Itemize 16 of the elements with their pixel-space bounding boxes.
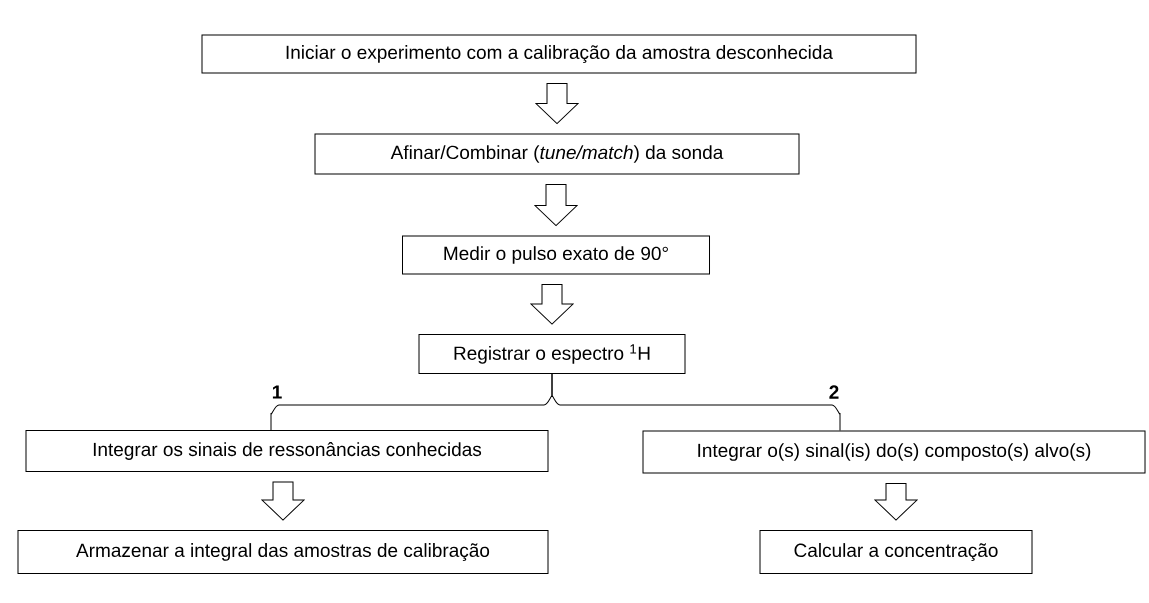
process-box: Afinar/Combinar (tune/match) da sonda	[314, 133, 800, 175]
process-box: Calcular a concentração	[759, 530, 1033, 574]
edge-label: 2	[829, 385, 839, 399]
block-arrow	[534, 184, 578, 226]
process-box: Iniciar o experimento com a calibração da amostra desconhecida	[201, 34, 917, 74]
process-box: Integrar o(s) sinal(is) do(s) composto(s) alvo(s)	[642, 430, 1146, 474]
block-arrow	[874, 483, 918, 521]
process-box: Registrar o espectro $^{1}$H	[418, 334, 686, 374]
process-box: Armazenar a integral das amostras de calibração	[17, 530, 549, 574]
block-arrow	[530, 284, 574, 325]
process-box: Medir o pulso exato de 90°	[402, 235, 710, 275]
block-arrow	[261, 481, 305, 521]
process-box: Integrar os sinais de ressonâncias conhecidas	[25, 430, 549, 472]
edge-label: 1	[272, 385, 282, 399]
block-arrow	[535, 83, 579, 124]
brace-connector	[551, 373, 841, 431]
